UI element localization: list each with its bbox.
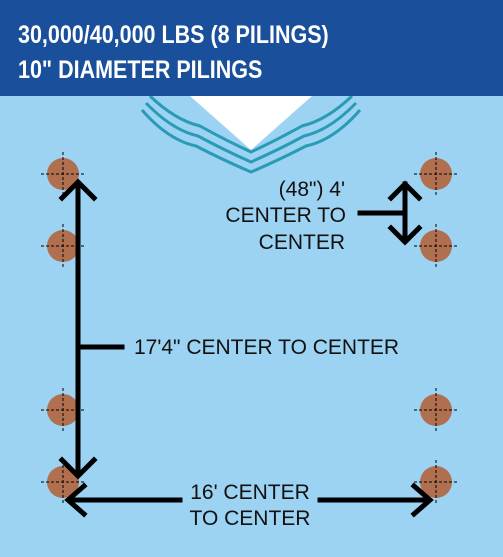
spacing-label-line3: CENTER [258, 231, 345, 254]
width-label-line1: 16' CENTER [190, 481, 310, 504]
piling-left-1 [41, 152, 85, 196]
piling-right-3 [414, 388, 458, 432]
wake-wave-1 [148, 94, 354, 154]
spacing-dimension-arrow [357, 180, 423, 246]
wake-wave-3 [140, 109, 362, 174]
spacing-label-line1: (48") 4' [278, 178, 345, 201]
wake-wave-2 [144, 101, 358, 164]
boat-bow [190, 96, 312, 150]
piling-right-2 [414, 224, 458, 268]
title-banner: 30,000/40,000 LBS (8 PILINGS) 10" DIAMET… [0, 0, 503, 96]
piling-right-1 [414, 152, 458, 196]
title-diameter: 10" DIAMETER PILINGS [18, 56, 263, 84]
width-label-line2: TO CENTER [189, 507, 311, 530]
length-dimension-arrow [58, 178, 125, 480]
piling-left-4 [41, 460, 85, 504]
title-capacity: 30,000/40,000 LBS (8 PILINGS) [18, 21, 329, 49]
length-label: 17'4" CENTER TO CENTER [134, 336, 400, 359]
spacing-label-line2: CENTER TO [225, 204, 346, 227]
width-dimension-arrow [64, 482, 434, 518]
piling-right-4 [414, 460, 458, 504]
